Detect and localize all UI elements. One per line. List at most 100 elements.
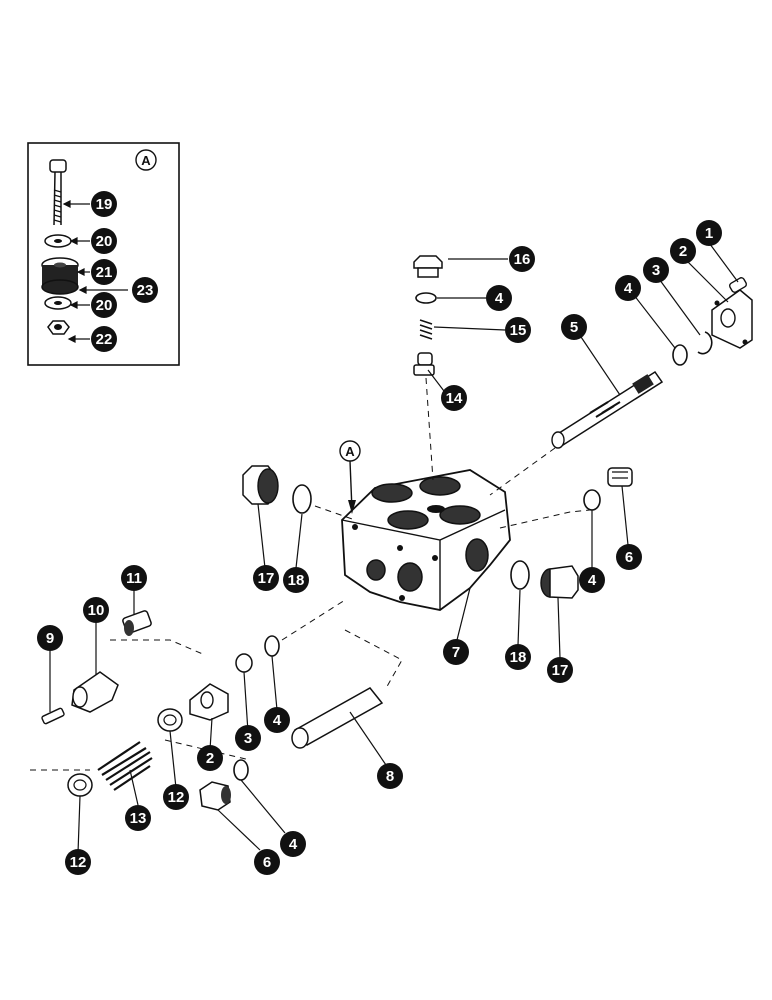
part-callout-17a: 17 — [253, 565, 279, 591]
callout-circle — [377, 763, 403, 789]
inset-callout-19: 19 — [91, 191, 117, 217]
part-callout-4c: 4 — [579, 567, 605, 593]
rubber-mount-part — [41, 257, 79, 295]
o-ring-part — [233, 759, 249, 781]
cap-plug-part — [540, 565, 579, 599]
cap-part — [67, 773, 93, 797]
part-callout-17b: 17 — [547, 657, 573, 683]
callout-number: 20 — [96, 233, 113, 250]
part-callout-13: 13 — [125, 805, 151, 831]
callout-circle — [283, 567, 309, 593]
callout-circle — [163, 784, 189, 810]
o-ring-part — [415, 292, 437, 304]
screw-part — [728, 277, 748, 293]
part-callout-4b: 4 — [486, 285, 512, 311]
part-callout-16: 16 — [509, 246, 535, 272]
part-callout-2b: 2 — [197, 745, 223, 771]
o-ring-part — [292, 484, 312, 514]
cap-part — [157, 708, 183, 732]
callout-number: 12 — [70, 854, 87, 871]
part-callout-18b: 18 — [505, 644, 531, 670]
part-callout-5: 5 — [561, 314, 587, 340]
callout-circle — [280, 831, 306, 857]
spool-centerline — [489, 447, 556, 496]
callout-circle — [83, 597, 109, 623]
inset-leader-lines — [62, 200, 128, 343]
callout-number: 20 — [96, 297, 113, 314]
callout-number: 2 — [206, 750, 214, 767]
callout-circle — [91, 292, 117, 318]
callout-circle — [197, 745, 223, 771]
callout-number: 17 — [258, 570, 275, 587]
callout-circle — [91, 228, 117, 254]
inset-label: A — [141, 153, 151, 168]
callout-circle — [235, 725, 261, 751]
callout-number: 4 — [588, 572, 597, 589]
part-callout-6a: 6 — [616, 544, 642, 570]
snap-ring-part — [697, 331, 713, 355]
o-ring-part — [510, 560, 530, 590]
callout-circle — [91, 259, 117, 285]
bolt-part — [49, 159, 67, 226]
inset-callout-23: 23 — [132, 277, 158, 303]
centerline-left-stack — [110, 639, 206, 656]
valve-body: A — [339, 440, 511, 611]
callout-number: 22 — [96, 331, 113, 348]
part-callout-9: 9 — [37, 625, 63, 651]
spacer-part — [235, 653, 253, 673]
callout-number: 4 — [624, 280, 633, 297]
part-callout-8: 8 — [377, 763, 403, 789]
housing-part — [71, 671, 119, 713]
callout-circle — [121, 565, 147, 591]
inset-callout-20a: 20 — [91, 228, 117, 254]
plug-part — [199, 781, 231, 811]
washer-part — [44, 296, 72, 310]
callout-number: 3 — [652, 262, 660, 279]
plug-part — [607, 467, 633, 487]
o-ring-part — [672, 344, 688, 366]
part-callout-4e: 4 — [264, 707, 290, 733]
centerline-mid — [281, 599, 346, 641]
part-callout-11: 11 — [121, 565, 147, 591]
callout-circle — [65, 849, 91, 875]
tube-part — [291, 687, 384, 749]
callout-number: 17 — [552, 662, 569, 679]
o-ring-part — [583, 489, 601, 511]
callout-number: 13 — [130, 810, 147, 827]
inset-callout-22: 22 — [91, 326, 117, 352]
callout-number: 5 — [570, 319, 578, 336]
callout-number: 10 — [88, 602, 105, 619]
spring-part — [97, 741, 153, 791]
part-callout-12b: 12 — [65, 849, 91, 875]
callout-circle — [486, 285, 512, 311]
inset-label-badge: A — [135, 149, 157, 171]
part-callout-1: 1 — [696, 220, 722, 246]
callout-circle — [91, 326, 117, 352]
plug-part — [413, 255, 443, 278]
fitting-part — [122, 610, 152, 636]
callout-circle — [125, 805, 151, 831]
part-callout-6b: 6 — [254, 849, 280, 875]
centerline-right — [499, 509, 591, 529]
callout-number: 8 — [386, 768, 394, 785]
part-callout-7: 7 — [443, 639, 469, 665]
callout-circle — [253, 565, 279, 591]
centerline-top — [425, 377, 434, 481]
callout-number: 2 — [679, 243, 687, 260]
part-callout-3b: 3 — [235, 725, 261, 751]
centerline-spring — [30, 739, 251, 771]
callout-circle — [643, 257, 669, 283]
callout-circle — [505, 644, 531, 670]
inset-callout-21: 21 — [91, 259, 117, 285]
callout-number: 21 — [96, 264, 113, 281]
flange-plate-part — [189, 683, 229, 721]
cap-plug-part — [242, 465, 279, 505]
callout-number: 15 — [510, 322, 527, 339]
part-callout-15: 15 — [505, 317, 531, 343]
flange-plate-part — [711, 289, 753, 349]
callout-number: 18 — [510, 649, 527, 666]
callout-circle — [443, 639, 469, 665]
nut-part — [47, 320, 70, 335]
callout-number: 4 — [273, 712, 282, 729]
